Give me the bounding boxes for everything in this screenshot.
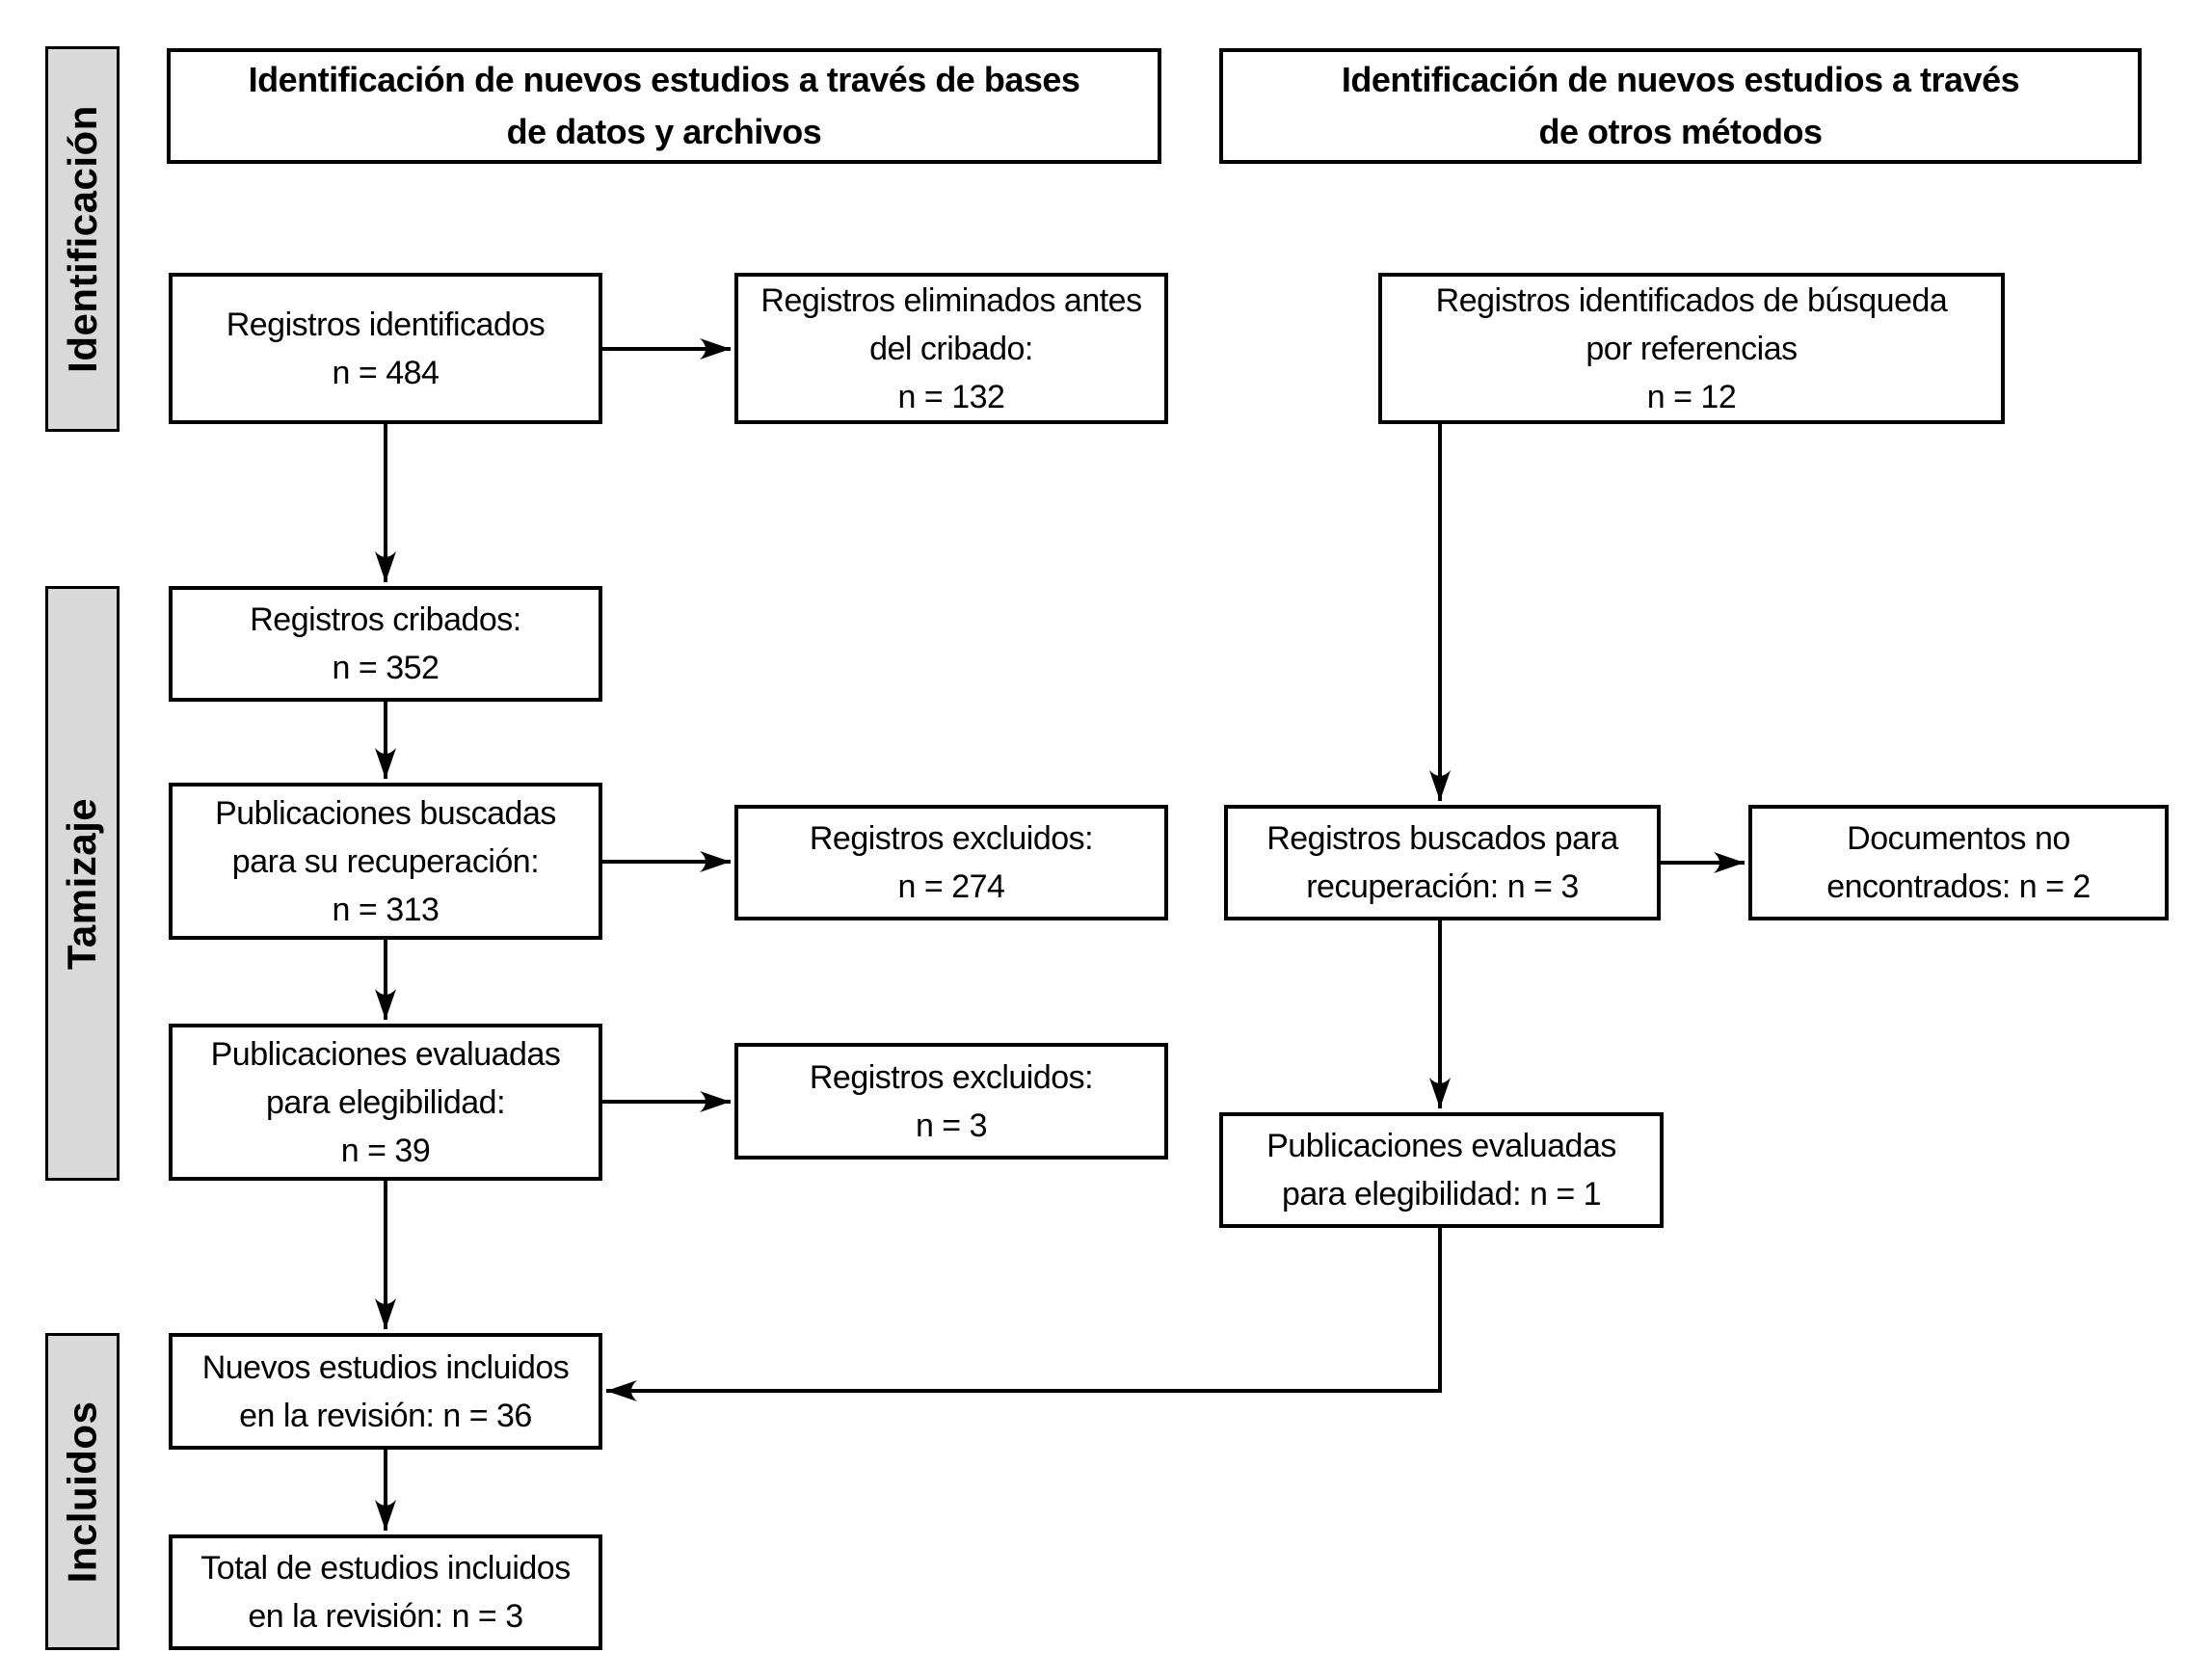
arrow-assessed-other-to-new-included: [606, 1228, 1442, 1401]
stage-label-included: Incluidos: [59, 1400, 105, 1583]
box-documents-not-found: Documentos no encontrados: n = 2: [1748, 805, 2169, 920]
box-reports-assessed: Publicaciones evaluadas para elegibilida…: [169, 1024, 602, 1181]
box-records-identified-citations: Registros identificados de búsqueda por …: [1378, 273, 2005, 424]
stage-bar-included: Incluidos: [45, 1333, 120, 1650]
box-records-excluded: Registros excluidos: n = 274: [734, 805, 1168, 920]
box-records-identified: Registros identificados n = 484: [169, 273, 602, 424]
stage-bar-screening: Tamizaje: [45, 586, 120, 1181]
box-reports-sought: Publicaciones buscadas para su recuperac…: [169, 783, 602, 940]
box-records-sought-other: Registros buscados para recuperación: n …: [1224, 805, 1661, 920]
header-databases: Identificación de nuevos estudios a trav…: [167, 48, 1161, 164]
stage-label-screening: Tamizaje: [59, 797, 105, 970]
stage-label-identification: Identificación: [59, 105, 105, 373]
box-reports-assessed-other: Publicaciones evaluadas para elegibilida…: [1219, 1112, 1664, 1228]
header-other-methods: Identificación de nuevos estudios a trav…: [1219, 48, 2142, 164]
box-records-removed: Registros eliminados antes del cribado: …: [734, 273, 1168, 424]
box-total-studies-included: Total de estudios incluidos en la revisi…: [169, 1534, 602, 1650]
box-new-studies-included: Nuevos estudios incluidos en la revisión…: [169, 1333, 602, 1450]
box-reports-excluded: Registros excluidos: n = 3: [734, 1043, 1168, 1160]
stage-bar-identification: Identificación: [45, 46, 120, 432]
box-records-screened: Registros cribados: n = 352: [169, 586, 602, 702]
